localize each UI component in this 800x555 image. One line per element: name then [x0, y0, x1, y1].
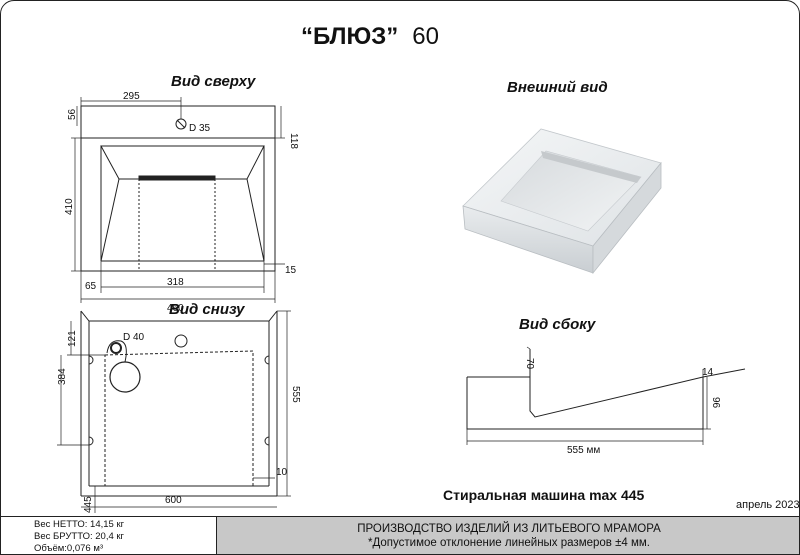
dim-414: 14 [702, 367, 714, 378]
dim-600: 600 [165, 495, 182, 506]
side-view-basin-profile [529, 349, 746, 418]
drain-pipe [109, 361, 141, 393]
dim-318: 318 [167, 277, 184, 288]
net-weight: Вес НЕТТО: 14,15 кг [34, 519, 125, 530]
washer-note: Стиральная машина max 445 [443, 487, 645, 503]
top-view-slope-left [100, 178, 120, 262]
top-view-slope-back [100, 145, 265, 180]
top-view-label: Вид сверху [171, 73, 256, 90]
side-view-body [466, 377, 704, 430]
dim-384: 384 [57, 368, 68, 385]
dim-295: 295 [123, 91, 140, 102]
dim-70: 70 [524, 358, 535, 370]
dim-56: 56 [67, 108, 78, 120]
dim-65: 65 [85, 281, 97, 292]
dim-96: 96 [710, 397, 721, 409]
bottom-view-top-edge [80, 310, 278, 322]
bottom-view [57, 310, 291, 513]
top-view-slope-right [246, 178, 265, 262]
mount-left-bottom [88, 436, 94, 446]
mount-left-top [88, 355, 94, 365]
volume: Объём:0,076 м³ [34, 543, 104, 554]
bottom-view-label: Вид снизу [169, 301, 245, 318]
exterior-view-label: Внешний вид [507, 79, 608, 96]
product-name: “БЛЮЗ” [301, 23, 399, 50]
side-view-label: Вид сбоку [519, 316, 596, 333]
exterior-view [462, 128, 662, 275]
notes-line-1: ПРОИЗВОДСТВО ИЗДЕЛИЙ ИЗ ЛИТЬЕВОГО МРАМОР… [357, 523, 661, 535]
product-size: 60 [412, 23, 439, 50]
product-title: “БЛЮЗ” 60 [301, 23, 439, 51]
top-view [71, 97, 285, 303]
dim-555mm: 555 мм [567, 445, 600, 456]
dim-121: 121 [67, 330, 78, 347]
drain-slot [138, 175, 216, 181]
weight-specs: Вес НЕТТО: 14,15 кг Вес БРУТТО: 20,4 кг … [1, 517, 217, 554]
top-view-outline [80, 105, 276, 272]
revision-date: апрель 2023 [736, 499, 800, 511]
dim-118: 118 [288, 133, 299, 149]
side-view [466, 346, 746, 445]
production-notes: ПРОИЗВОДСТВО ИЗДЕЛИЙ ИЗ ЛИТЬЕВОГО МРАМОР… [217, 517, 799, 554]
gross-weight: Вес БРУТТО: 20,4 кг [34, 531, 125, 542]
mount-right-top [264, 355, 270, 365]
notes-line-2: *Допустимое отклонение линейных размеров… [368, 537, 650, 549]
bottom-drain-hole [110, 342, 122, 354]
washer-outline [104, 350, 254, 487]
mount-right-bottom [264, 436, 270, 446]
drain-siphon [106, 340, 127, 363]
top-drain-label: D 35 [189, 123, 211, 134]
dim-460: 460 [167, 303, 184, 314]
technical-drawing: 295 56 118 D 35 410 15 318 65 460 [57, 91, 746, 513]
bottom-drain-label: D 40 [123, 332, 145, 343]
title-block: Вес НЕТТО: 14,15 кг Вес БРУТТО: 20,4 кг … [1, 516, 799, 554]
dim-410: 410 [64, 198, 75, 215]
dim-10: 10 [276, 467, 288, 478]
dim-555: 555 [290, 386, 301, 403]
overflow-hole [174, 334, 188, 348]
dim-445: 445 [83, 496, 94, 513]
dim-15: 15 [285, 265, 297, 276]
